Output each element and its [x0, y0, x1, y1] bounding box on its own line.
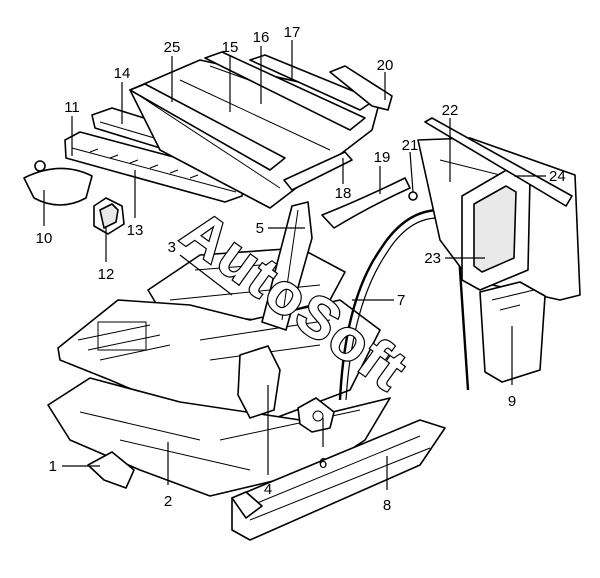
floor-crossmember: [87, 451, 135, 489]
callout-24: 24: [549, 168, 566, 185]
callout-7: 7: [397, 292, 405, 309]
side-sill: [231, 419, 446, 541]
callout-1: 1: [49, 458, 57, 475]
callout-15: 15: [222, 39, 239, 56]
callout-20: 20: [377, 57, 394, 74]
callout-14: 14: [114, 65, 131, 82]
callout-17: 17: [284, 24, 301, 41]
callout-25: 25: [164, 39, 181, 56]
callout-19: 19: [374, 149, 391, 166]
roof-front-rail: [64, 131, 246, 203]
roof-corner-bracket: [329, 65, 393, 111]
door-seal-clip: [408, 191, 418, 201]
leader-lines: [43, 40, 546, 490]
seat-mount-bracket: [297, 397, 335, 433]
callout-labels: 1 2 3 4 5 6 7 8 9 10 11 12 13 14 15 16 1…: [36, 24, 566, 514]
callout-12: 12: [98, 266, 115, 283]
callout-13: 13: [127, 222, 144, 239]
door-frame-upper-rail: [321, 177, 411, 229]
callout-4: 4: [264, 481, 272, 498]
sun-visor: [23, 160, 93, 206]
callout-9: 9: [508, 393, 516, 410]
callout-22: 22: [442, 102, 459, 119]
callout-8: 8: [383, 497, 391, 514]
rear-roof-rail: [424, 117, 573, 207]
callout-3: 3: [168, 239, 176, 256]
callout-5: 5: [256, 220, 264, 237]
callout-16: 16: [253, 29, 270, 46]
visor-bracket: [93, 197, 125, 235]
callout-18: 18: [335, 185, 352, 202]
callout-21: 21: [402, 137, 419, 154]
roof-bow-rail-front: [129, 83, 286, 171]
callout-6: 6: [319, 455, 327, 472]
callout-23: 23: [424, 250, 441, 267]
rear-floor-tub: [57, 299, 381, 421]
callout-2: 2: [164, 493, 172, 510]
tunnel-bracket: [237, 345, 281, 419]
windshield-pillar-upper: [283, 151, 353, 191]
roof-bow-rail-middle: [204, 51, 366, 131]
callout-11: 11: [64, 99, 80, 116]
callout-10: 10: [36, 230, 53, 247]
rear-window-frame: [461, 167, 531, 291]
